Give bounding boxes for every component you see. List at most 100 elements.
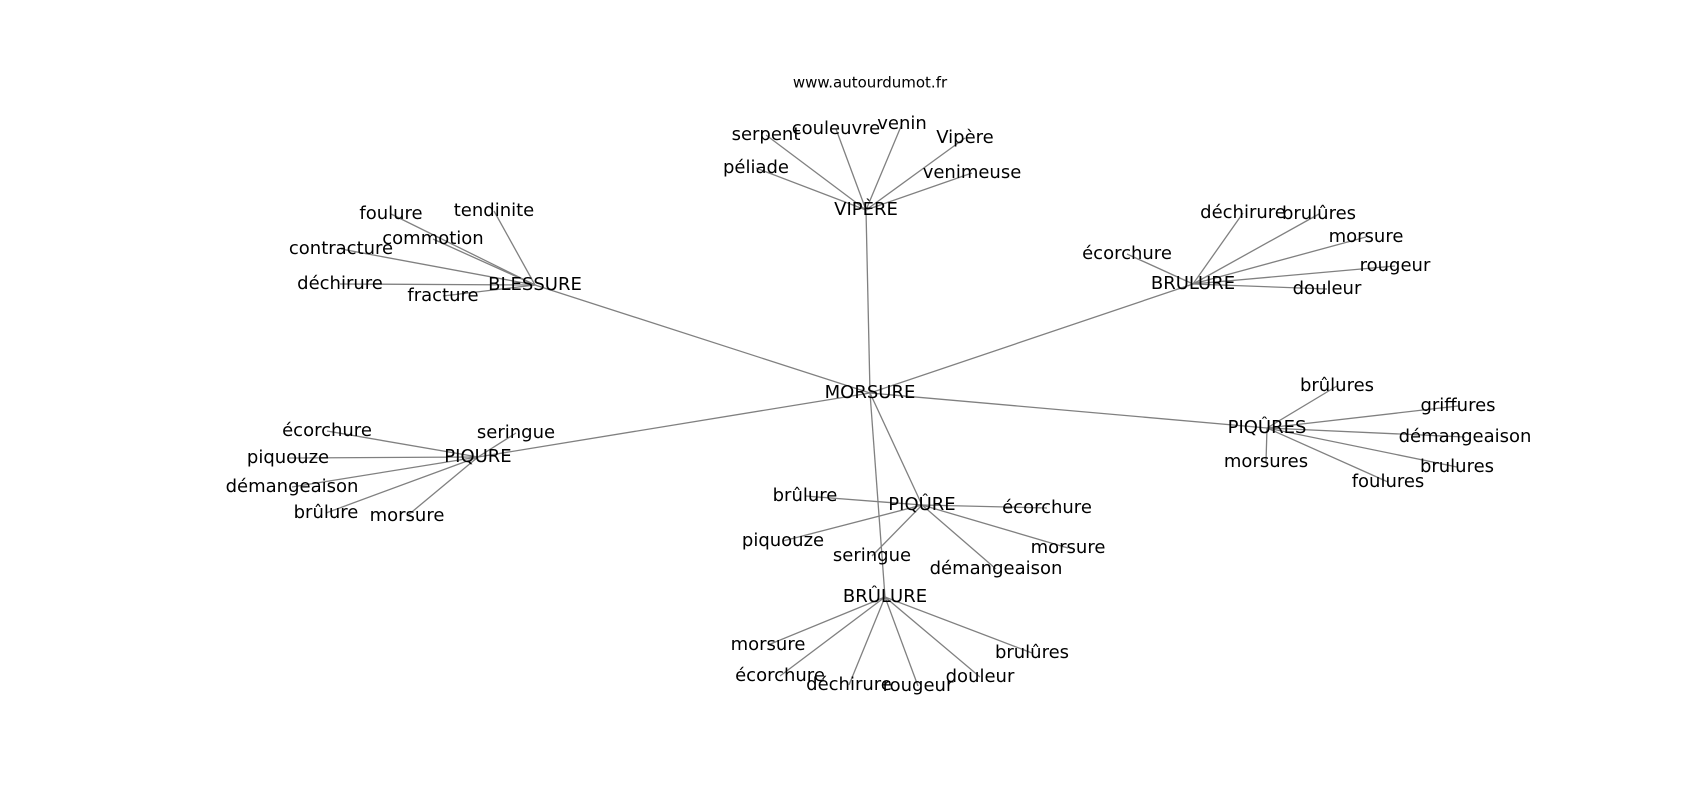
edge-hub-leaf: [804, 495, 923, 506]
leaf-node[interactable]: serpent: [732, 124, 801, 145]
leaf-node[interactable]: brûlure: [773, 485, 838, 506]
edge-hub-leaf: [779, 596, 886, 677]
edge-hub-leaf: [921, 504, 1069, 549]
edge-hub-leaf: [865, 172, 973, 211]
hub-node[interactable]: PIQURE: [444, 446, 511, 467]
leaf-node[interactable]: rougeur: [1360, 255, 1431, 276]
leaf-node[interactable]: piquouze: [247, 447, 329, 468]
leaf-node[interactable]: brulures: [1420, 456, 1494, 477]
leaf-node[interactable]: écorchure: [1082, 243, 1172, 264]
leaf-node[interactable]: douleur: [1293, 278, 1362, 299]
edge-hub-leaf: [884, 596, 981, 678]
leaf-node[interactable]: venimeuse: [923, 162, 1022, 183]
leaf-node[interactable]: déchirure: [1200, 202, 1286, 223]
leaf-node[interactable]: brulûres: [1282, 203, 1356, 224]
leaf-node[interactable]: brûlures: [1300, 375, 1374, 396]
edge-hub-leaf: [1192, 236, 1367, 285]
edge-hub-leaf: [287, 456, 479, 459]
leaf-node[interactable]: morsure: [731, 634, 806, 655]
edge-hub-leaf: [432, 238, 536, 286]
edge-hub-leaf: [884, 596, 1033, 654]
edge-center-hub: [869, 392, 923, 506]
hub-node[interactable]: BLESSURE: [488, 274, 582, 295]
hub-node[interactable]: BRULURE: [1151, 273, 1235, 294]
edge-hub-leaf: [767, 596, 886, 646]
edge-hub-leaf: [865, 137, 966, 211]
leaf-node[interactable]: rougeur: [883, 675, 954, 696]
edge-hub-leaf: [1126, 253, 1194, 285]
leaf-node[interactable]: venin: [877, 113, 927, 134]
edge-hub-leaf: [1266, 427, 1458, 468]
leaf-node[interactable]: couleuvre: [792, 118, 881, 139]
edge-hub-leaf: [340, 248, 536, 286]
leaf-node[interactable]: démangeaison: [226, 476, 359, 497]
edge-hub-leaf: [326, 430, 479, 458]
leaf-node[interactable]: écorchure: [282, 420, 372, 441]
leaf-node[interactable]: seringue: [833, 545, 911, 566]
leaf-node[interactable]: douleur: [946, 666, 1015, 687]
leaf-node[interactable]: brulûres: [995, 642, 1069, 663]
edge-center-hub: [865, 209, 871, 394]
edge-hub-leaf: [848, 596, 886, 686]
edge-hub-leaf: [493, 210, 536, 286]
edge-hub-leaf: [871, 504, 923, 557]
edge-hub-leaf: [477, 432, 517, 458]
hub-node[interactable]: BRÛLURE: [843, 585, 927, 607]
leaf-node[interactable]: morsure: [370, 505, 445, 526]
edge-hub-leaf: [921, 504, 997, 570]
edge-center-hub: [869, 392, 1268, 429]
leaf-node[interactable]: écorchure: [1002, 497, 1092, 518]
leaf-node[interactable]: démangeaison: [930, 558, 1063, 579]
edge-hub-leaf: [442, 284, 536, 297]
leaf-node[interactable]: brûlure: [294, 502, 359, 523]
leaf-node[interactable]: écorchure: [735, 665, 825, 686]
edge-hub-leaf: [865, 123, 903, 211]
graph-edges: [287, 123, 1466, 687]
leaf-node[interactable]: péliade: [723, 157, 789, 178]
hub-node[interactable]: PIQÛRES: [1228, 416, 1307, 438]
edge-hub-leaf: [325, 456, 479, 514]
edge-hub-leaf: [1266, 427, 1466, 438]
edge-hub-leaf: [1192, 265, 1396, 285]
graph-labels: www.autourdumot.fr MORSUREVIPÈREserpentc…: [226, 74, 1532, 697]
edge-hub-leaf: [1266, 427, 1389, 483]
graph-title: www.autourdumot.fr: [793, 74, 948, 92]
edge-hub-leaf: [1192, 212, 1244, 285]
leaf-node[interactable]: Vipère: [936, 127, 994, 148]
edge-hub-leaf: [835, 128, 867, 211]
edge-hub-leaf: [1266, 385, 1338, 429]
edge-hub-leaf: [1266, 405, 1459, 429]
leaf-node[interactable]: morsure: [1329, 226, 1404, 247]
edge-center-hub: [477, 392, 871, 458]
edge-hub-leaf: [884, 596, 919, 687]
edge-hub-leaf: [921, 504, 1048, 509]
leaf-node[interactable]: morsure: [1031, 537, 1106, 558]
hub-node[interactable]: PIQÛRE: [888, 493, 955, 515]
edge-hub-leaf: [406, 456, 479, 517]
edge-hub-leaf: [765, 134, 867, 211]
edge-center-hub: [869, 392, 886, 598]
leaf-node[interactable]: piquouze: [742, 530, 824, 551]
leaf-node[interactable]: fracture: [407, 285, 478, 306]
leaf-node[interactable]: morsures: [1224, 451, 1308, 472]
leaf-node[interactable]: contracture: [289, 238, 393, 259]
edge-hub-leaf: [390, 213, 536, 286]
leaf-node[interactable]: seringue: [477, 422, 555, 443]
edge-hub-leaf: [755, 167, 867, 211]
leaf-node[interactable]: déchirure: [806, 674, 892, 695]
edge-hub-leaf: [1192, 283, 1328, 290]
edge-center-hub: [534, 284, 871, 394]
edge-hub-leaf: [339, 283, 536, 286]
edge-hub-leaf: [291, 456, 479, 488]
leaf-node[interactable]: griffures: [1420, 395, 1495, 416]
leaf-node[interactable]: déchirure: [297, 273, 383, 294]
edge-hub-leaf: [1265, 427, 1268, 463]
hub-node[interactable]: VIPÈRE: [834, 198, 898, 220]
center-node[interactable]: MORSURE: [825, 382, 916, 403]
leaf-node[interactable]: tendinite: [454, 200, 535, 221]
leaf-node[interactable]: démangeaison: [1399, 426, 1532, 447]
leaf-node[interactable]: foulures: [1352, 471, 1425, 492]
leaf-node[interactable]: foulure: [359, 203, 422, 224]
leaf-node[interactable]: commotion: [382, 228, 483, 249]
